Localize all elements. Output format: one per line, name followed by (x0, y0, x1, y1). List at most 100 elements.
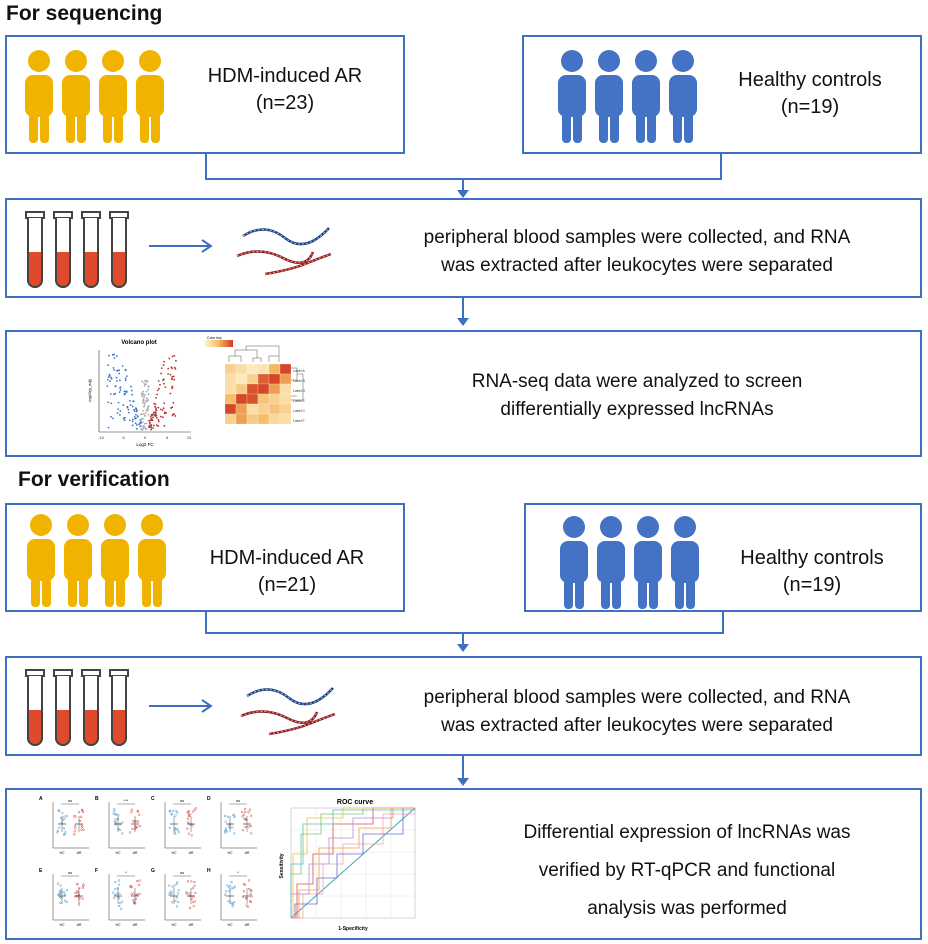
volcano-point (154, 405, 156, 408)
heatmap-cell (224, 413, 237, 425)
panel-point (230, 887, 234, 890)
panel-point (117, 813, 120, 817)
seq-analysis-line2: differentially expressed lncRNAs (500, 398, 774, 420)
connector (205, 612, 207, 634)
volcano-point (148, 424, 151, 427)
volcano-point (125, 391, 128, 393)
volcano-point (150, 417, 153, 420)
panel-point (80, 825, 84, 829)
panel-point (76, 891, 79, 894)
heatmap-cell (257, 383, 270, 395)
panel-point (76, 883, 79, 886)
volcano-point (152, 427, 154, 429)
panel-point (232, 886, 235, 890)
volcano-point (145, 422, 148, 425)
panel-point (186, 810, 190, 814)
panel-point (177, 889, 180, 892)
volcano-point (135, 424, 138, 426)
volcano-point (172, 413, 175, 415)
volcano-point (110, 415, 112, 418)
volcano-point (117, 408, 120, 410)
volcano-point (140, 413, 143, 415)
heatmap-cell (224, 373, 237, 385)
volcano-point (107, 364, 110, 366)
volcano-point (160, 372, 162, 375)
panel-point (193, 880, 196, 884)
panel-point (177, 830, 180, 834)
panel-point (112, 891, 115, 894)
panel-point (130, 810, 133, 814)
ver-hc-group-box: Healthy controls (n=19) (524, 503, 922, 612)
volcano-xtick: -5 (121, 435, 125, 440)
volcano-point (139, 425, 142, 428)
down-arrow-icon (457, 318, 469, 326)
panel-point (227, 900, 230, 903)
volcano-point (156, 389, 159, 392)
volcano-point (151, 414, 154, 417)
heatmap-cell (268, 383, 281, 395)
panel-point (244, 825, 247, 829)
volcano-point (124, 379, 127, 382)
volcano-point (145, 397, 148, 400)
right-arrow-icon (149, 699, 213, 713)
hc-people-icon (558, 50, 697, 143)
volcano-point (169, 392, 172, 395)
panel-letter: E (39, 868, 43, 874)
volcano-point (118, 369, 121, 372)
volcano-point (165, 412, 167, 414)
panel-point (243, 807, 247, 811)
heatmap-cell (279, 363, 292, 375)
panel-point (249, 899, 252, 903)
volcano-point (141, 421, 144, 424)
volcano-point (145, 400, 148, 403)
panel-point (185, 891, 188, 894)
panel-point (249, 814, 253, 817)
heatmap-cell (257, 363, 270, 375)
panel-point (78, 819, 82, 823)
volcano-point (172, 375, 175, 378)
seq-hc-label: Healthy controls (738, 69, 882, 91)
volcano-point (142, 393, 145, 396)
panel-point (224, 890, 228, 893)
volcano-point (129, 404, 132, 406)
volcano-point (155, 412, 157, 415)
sig-label: ns (68, 870, 72, 875)
seq-analysis-line1: RNA-seq data were analyzed to screen (471, 371, 803, 392)
volcano-point (159, 408, 162, 411)
volcano-point (139, 419, 142, 421)
heatmap-label: Label C (293, 409, 306, 413)
panel-point (73, 830, 76, 833)
volcano-title: Volcano plot (121, 340, 157, 346)
panel-point (223, 893, 227, 896)
volcano-point (113, 369, 116, 371)
panel-point (117, 883, 121, 886)
panel-point (170, 813, 173, 816)
group-tick: AR (77, 923, 82, 927)
panel-point (132, 892, 135, 895)
panel-point (137, 883, 141, 887)
panel-point (114, 880, 117, 884)
volcano-point (134, 422, 137, 425)
panel-point (121, 900, 124, 903)
volcano-point (150, 428, 152, 431)
volcano-point (157, 420, 160, 423)
group-tick: AR (245, 851, 250, 855)
heatmap-cell (279, 383, 292, 395)
panel-point (117, 897, 121, 900)
volcano-point (153, 424, 155, 427)
rna-strands-icon (236, 227, 332, 276)
heatmap-cell (246, 373, 259, 385)
volcano-point (106, 385, 109, 387)
heatmap-cell (246, 413, 259, 425)
panel-point (168, 884, 171, 887)
panel-point (241, 815, 244, 818)
volcano-point (159, 415, 162, 418)
volcano-point (123, 393, 126, 395)
volcano-point (152, 416, 155, 419)
panel-point (168, 810, 171, 813)
volcano-point (115, 376, 118, 379)
volcano-point (135, 413, 137, 416)
volcano-point (173, 378, 176, 381)
heatmap-cell (279, 373, 292, 385)
heatmap-cell (279, 413, 292, 425)
